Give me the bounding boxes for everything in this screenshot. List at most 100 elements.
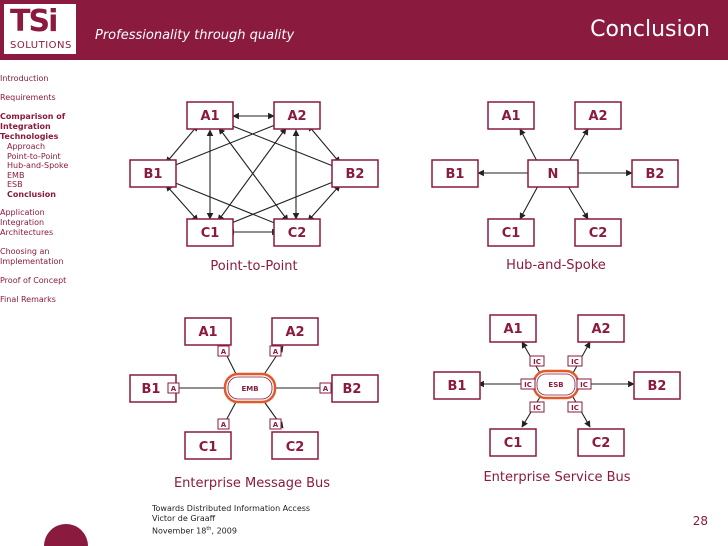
hub-label-center: N (548, 167, 559, 182)
p2p-diagram: A1 A2 B1 B2 C1 C2 Point-to-Point (129, 101, 379, 274)
page-title: Conclusion (590, 17, 710, 42)
emb-adapter-a2 (269, 345, 282, 357)
hub-label-a2: A2 (588, 109, 607, 124)
emb-caption: Enterprise Message Bus (174, 476, 330, 491)
footer-date-year: , 2009 (211, 526, 237, 536)
emb-adapter-label: A (221, 421, 227, 429)
emb-label-c1: C1 (199, 440, 218, 455)
p2p-edge (307, 124, 341, 164)
hub-label-b1: B1 (446, 167, 465, 182)
esb-node-c1 (489, 428, 537, 457)
footer-date-day: November 18 (152, 526, 207, 536)
hub-node-a1 (487, 101, 535, 130)
p2p-label-a1: A1 (200, 109, 219, 124)
hub-label-b2: B2 (646, 167, 665, 182)
p2p-label-c1: C1 (201, 226, 220, 241)
emb-node-b2 (331, 374, 379, 403)
footer-date: November 18th, 2009 (152, 524, 310, 537)
esb-node-c2 (577, 428, 625, 457)
esb-diagram: IC IC IC IC IC IC A1 A2 B1 B2 ESB C1 C2 … (433, 314, 681, 485)
p2p-node-a2 (273, 101, 321, 130)
footer-presentation-title: Towards Distributed Information Access (152, 504, 311, 513)
tagline: Professionality through quality (95, 28, 295, 43)
sidebar-item-architectures[interactable]: Application Integration Architectures (0, 208, 54, 237)
p2p-label-c2: C2 (288, 226, 307, 241)
sidebar-subitem-hub-and-spoke[interactable]: Hub-and-Spoke (7, 161, 69, 170)
esb-label-a1: A1 (503, 322, 522, 337)
hub-node-c2 (574, 218, 622, 247)
esb-node-a1 (489, 314, 537, 343)
p2p-node-a1 (186, 101, 234, 130)
esb-connector-label: IC (533, 404, 541, 412)
sidebar-item-proof-of-concept[interactable]: Proof of Concept (0, 276, 67, 285)
emb-adapter-c2 (269, 418, 282, 430)
emb-label-b2: B2 (343, 382, 362, 397)
esb-caption: Enterprise Service Bus (483, 470, 630, 485)
p2p-node-c1 (186, 218, 234, 247)
footer-date-suffix: th (206, 526, 212, 532)
sidebar-subitem-esb[interactable]: ESB (7, 180, 23, 189)
p2p-label-b2: B2 (346, 167, 365, 182)
emb-node-a1 (184, 317, 232, 346)
sidebar-subitem-conclusion[interactable]: Conclusion (7, 189, 56, 199)
esb-connector-label: IC (571, 404, 579, 412)
esb-connector-c2 (567, 401, 583, 413)
sidebar-item-introduction[interactable]: Introduction (0, 74, 49, 83)
esb-bus-inner (536, 373, 576, 396)
sidebar-item-choosing[interactable]: Choosing an Implementation (0, 247, 64, 266)
sidebar-nav: Introduction Requirements Comparison of … (0, 64, 92, 305)
hub-spoke (519, 128, 539, 164)
hub-label-a1: A1 (501, 109, 520, 124)
p2p-edge (217, 127, 287, 222)
corner-decoration (44, 524, 88, 546)
sidebar-subitem-approach[interactable]: Approach (7, 142, 46, 151)
esb-connector-c1 (529, 401, 545, 413)
hub-node-a2 (574, 101, 622, 130)
footer-info: Towards Distributed Information Access V… (152, 504, 310, 537)
hub-node-b1 (431, 159, 479, 188)
sidebar-subitem-emb[interactable]: EMB (7, 170, 25, 180)
esb-node-b1 (433, 371, 481, 400)
emb-bus-inner (227, 376, 273, 400)
hub-caption: Hub-and-Spoke (506, 258, 606, 273)
emb-adapter-b2 (319, 382, 332, 394)
esb-connector-label: IC (533, 358, 541, 366)
p2p-node-c2 (273, 218, 321, 247)
esb-node-b2 (633, 371, 681, 400)
p2p-label-b1: B1 (144, 167, 163, 182)
hub-diagram: A1 A2 B1 N B2 C1 C2 Hub-and-Spoke (431, 101, 679, 273)
emb-bus-node (223, 372, 277, 404)
emb-label-center: EMB (241, 385, 258, 393)
emb-label-a2: A2 (285, 325, 304, 340)
sidebar-item-final-remarks[interactable]: Final Remarks (0, 295, 56, 304)
esb-label-b1: B1 (448, 379, 467, 394)
emb-adapter-c1 (217, 418, 230, 430)
hub-spoke (567, 185, 589, 220)
hub-node-c1 (487, 218, 535, 247)
esb-label-c1: C1 (504, 436, 523, 451)
emb-adapter-label: A (323, 385, 329, 393)
emb-adapter-a1 (217, 345, 230, 357)
esb-connector-a1 (529, 355, 545, 367)
footer-author: Victor de Graaff (152, 514, 216, 523)
emb-node-a2 (271, 317, 319, 346)
header-bar: TSi SOLUTIONS Professionality through qu… (0, 0, 728, 60)
emb-label-c2: C2 (286, 440, 305, 455)
sidebar-subitem-point-to-point[interactable]: Point-to-Point (7, 151, 61, 161)
sidebar-item-requirements[interactable]: Requirements (0, 93, 56, 102)
page-number: 28 (692, 514, 708, 528)
emb-diagram: A A A A A A A1 A2 B1 B2 EMB C1 C2 Enterp… (129, 317, 379, 491)
p2p-label-a2: A2 (287, 109, 306, 124)
sidebar-item-comparison[interactable]: Comparison of Integration Technologies (0, 112, 66, 141)
emb-adapter-label: A (171, 385, 177, 393)
logo-sub-text: SOLUTIONS (10, 40, 72, 51)
esb-label-a2: A2 (591, 322, 610, 337)
esb-connector-b1 (520, 378, 536, 390)
esb-connector-b2 (576, 378, 592, 390)
emb-node-c2 (271, 431, 319, 460)
hub-center-node (527, 159, 579, 188)
hub-label-c1: C1 (502, 226, 521, 241)
emb-label-b1: B1 (142, 382, 161, 397)
hub-spoke (567, 128, 589, 164)
